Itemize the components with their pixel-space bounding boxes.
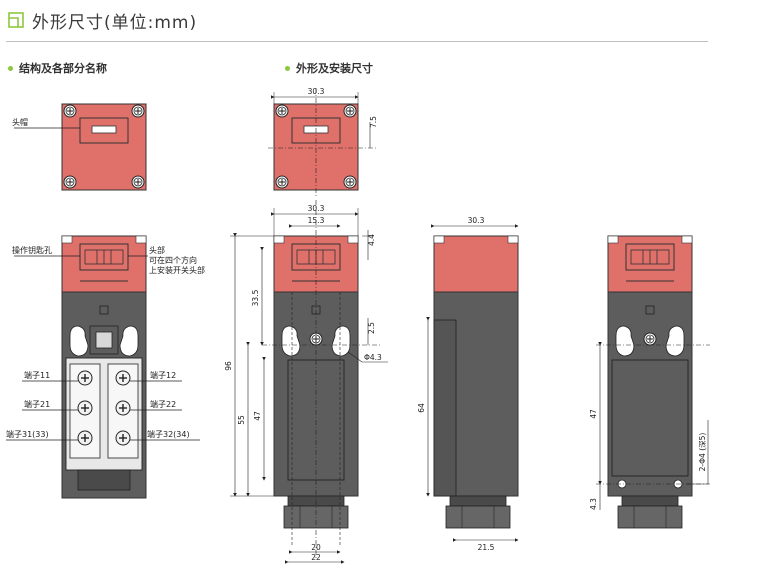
section-mount: 外形及安装尺寸 xyxy=(285,60,373,76)
label-terminal-11: 端子11 xyxy=(24,370,50,380)
label-head-note-2: 可在四个方向 xyxy=(149,255,197,265)
page-title: 外形尺寸(单位:mm) xyxy=(32,13,198,33)
dim-front-2-5: 2.5 xyxy=(367,322,376,334)
label-terminal-22: 端子22 xyxy=(150,399,176,409)
header-divider xyxy=(6,41,708,42)
dim-back-4-3: 4.3 xyxy=(589,498,598,510)
label-head-note-1: 头部 xyxy=(149,245,165,255)
dim-front-width: 30.3 xyxy=(308,204,325,213)
dim-back-47: 47 xyxy=(589,409,598,419)
dim-front-33-5: 33.5 xyxy=(251,289,260,306)
dim-top-width: 30.3 xyxy=(308,87,325,96)
dim-front-47: 47 xyxy=(253,411,262,421)
bullet-icon xyxy=(8,65,13,71)
dim-side-21-5: 21.5 xyxy=(478,543,495,552)
label-terminal-21: 端子21 xyxy=(24,399,50,409)
section-parts: 结构及各部分名称 xyxy=(8,60,107,76)
dim-top-height: 7.5 xyxy=(369,116,378,128)
bullet-icon xyxy=(285,65,290,71)
label-terminal-12: 端子12 xyxy=(150,370,176,380)
dim-front-4-4: 4.4 xyxy=(367,234,376,246)
mount-front-view xyxy=(262,200,380,560)
mount-top-view xyxy=(268,88,378,196)
dim-side-width: 30.3 xyxy=(468,216,485,225)
parts-front-view xyxy=(61,235,147,499)
mount-back-view xyxy=(596,235,710,529)
label-head-note-3: 上安装开关头部 xyxy=(149,265,205,275)
label-terminal-32: 端子32(34) xyxy=(147,429,190,439)
dim-back-holes: 2-Φ4 (深5) xyxy=(698,433,707,472)
dim-bottom-22: 22 xyxy=(311,553,321,562)
dimension-icon xyxy=(8,12,24,28)
dim-bottom-20: 20 xyxy=(311,543,321,552)
label-key-hole: 操作钥匙孔 xyxy=(12,245,52,255)
dim-hole-dia: Φ4.3 xyxy=(364,353,382,362)
label-head-cap: 头帽 xyxy=(12,117,28,127)
parts-head-top-view xyxy=(61,103,147,191)
dim-front-55: 55 xyxy=(237,415,246,425)
dim-front-total: 96 xyxy=(224,361,233,371)
mount-side-view xyxy=(433,235,519,529)
dim-front-slot: 15.3 xyxy=(308,216,325,225)
label-terminal-31: 端子31(33) xyxy=(6,429,49,439)
dim-side-64: 64 xyxy=(417,403,426,413)
